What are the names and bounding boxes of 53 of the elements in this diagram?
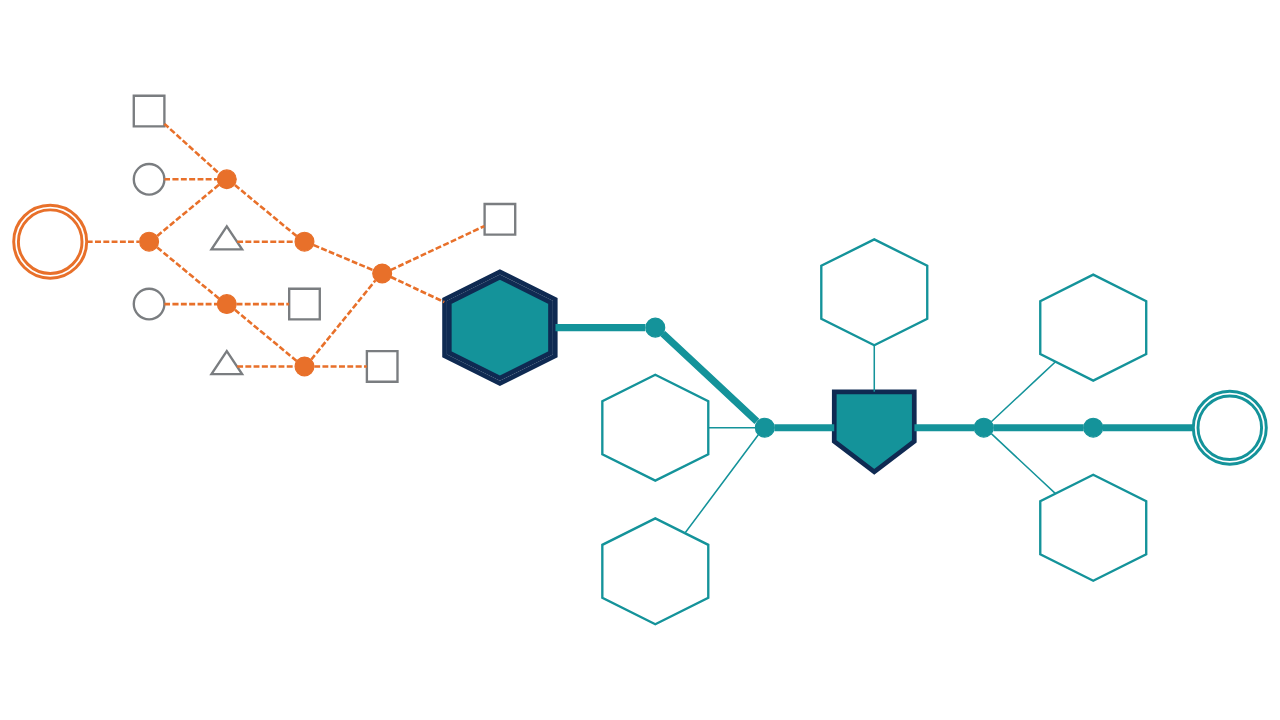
node-circle	[139, 231, 160, 252]
node-hexagon	[1039, 473, 1148, 583]
node-triangle	[209, 349, 245, 376]
connector	[660, 331, 760, 424]
node-circle	[216, 169, 237, 190]
node-circle	[132, 287, 166, 321]
connector	[164, 178, 218, 181]
connector	[873, 344, 876, 393]
node-circle	[132, 162, 166, 196]
node-circle	[294, 231, 315, 252]
node-circle	[1191, 389, 1268, 466]
connector	[684, 433, 760, 534]
node-box	[483, 202, 517, 236]
connector	[164, 302, 218, 306]
connector	[990, 361, 1057, 423]
connector	[390, 224, 485, 272]
node-circle	[1083, 417, 1104, 438]
node-shield	[831, 389, 917, 475]
connector	[390, 275, 445, 304]
connector	[234, 308, 298, 362]
connector	[774, 424, 835, 432]
node-box	[288, 287, 321, 321]
connector	[990, 432, 1057, 495]
node-circle	[645, 317, 666, 338]
node-circle	[372, 263, 393, 284]
connector	[314, 365, 367, 368]
connector	[1102, 424, 1194, 432]
connector	[237, 365, 295, 368]
connector	[313, 243, 374, 272]
connector	[310, 279, 377, 361]
connector	[156, 183, 220, 237]
connector	[234, 184, 298, 238]
connector	[156, 246, 220, 300]
connector	[163, 122, 220, 175]
node-hexagon	[442, 269, 558, 387]
node-box	[365, 350, 399, 383]
node-circle	[12, 203, 89, 280]
connector	[707, 426, 757, 429]
node-hexagon	[820, 238, 929, 347]
node-box	[132, 94, 166, 128]
connector	[86, 240, 140, 243]
node-triangle	[209, 224, 245, 251]
connector	[236, 302, 290, 306]
connector	[993, 424, 1084, 432]
node-circle	[973, 417, 994, 438]
node-circle	[754, 417, 775, 438]
node-circle	[216, 294, 237, 315]
node-hexagon	[601, 517, 710, 626]
node-hexagon	[1039, 273, 1148, 382]
connector	[237, 240, 295, 243]
connector	[914, 424, 975, 432]
node-circle	[294, 356, 315, 377]
node-hexagon	[601, 373, 710, 482]
